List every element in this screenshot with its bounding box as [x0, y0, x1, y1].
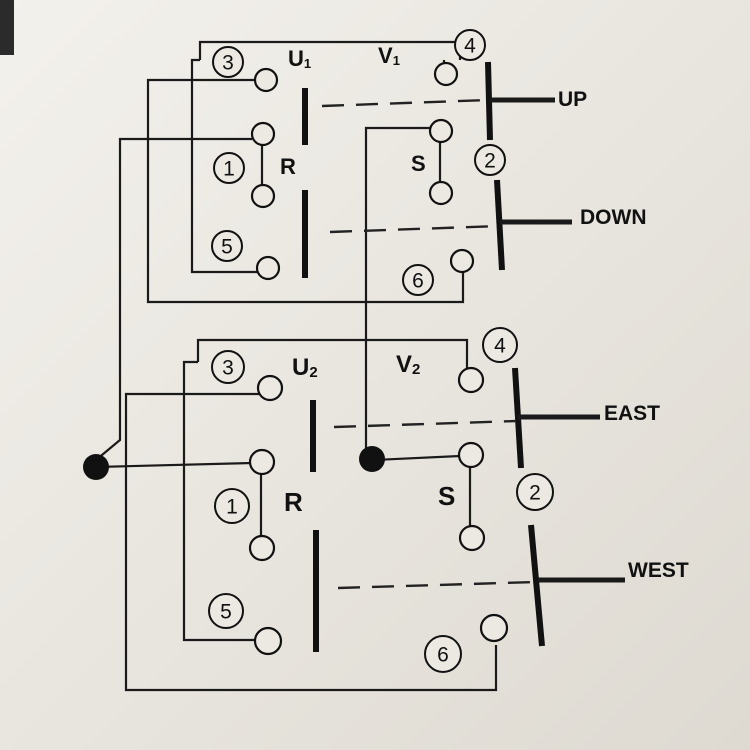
switch-1-number-1: 1	[213, 152, 245, 184]
right-junction-wire	[373, 454, 461, 462]
switch-2-terminal-2-upper[interactable]	[457, 441, 485, 469]
svg-text:1: 1	[226, 496, 238, 519]
switch-2-number-4: 4	[482, 327, 518, 363]
svg-text:4: 4	[464, 35, 476, 58]
switch-1-linkage-lower	[329, 224, 501, 234]
switch-2-linkage-upper	[333, 419, 517, 429]
direction-east: EAST	[604, 402, 660, 425]
svg-text:3: 3	[222, 357, 234, 380]
switch-2-terminal-1-upper[interactable]	[248, 448, 276, 476]
switch-1-r-label: R	[280, 154, 296, 179]
switch-2-right-bar-bottom	[528, 524, 545, 647]
switch-2-number-6: 6	[424, 635, 462, 673]
switch-2-number-2: 2	[516, 473, 554, 511]
switch-2-terminal-1-lower[interactable]	[248, 534, 276, 562]
svg-text:2: 2	[529, 482, 541, 505]
switch-1-outer-loop	[146, 78, 465, 304]
switch-1-terminal-5[interactable]	[255, 255, 281, 281]
svg-text:6: 6	[437, 644, 449, 667]
switch-2-number-5: 5	[208, 593, 244, 629]
left-junction-wire	[95, 461, 253, 469]
switch-1-terminal-6[interactable]	[449, 248, 475, 274]
switch-2-number-3: 3	[211, 350, 245, 384]
corner-shadow	[0, 0, 14, 55]
direction-west: WEST	[628, 559, 689, 582]
switch-2-top-frame	[196, 338, 469, 368]
switch-2-outer-loop	[124, 392, 498, 692]
switch-1-terminal-1-lower[interactable]	[250, 183, 276, 209]
switch-2-terminal-6[interactable]	[479, 613, 509, 643]
right-junction-dot	[359, 446, 385, 472]
switch-1-terminal-4[interactable]	[433, 61, 459, 87]
switch-1-linkage-upper	[321, 98, 489, 108]
direction-down: DOWN	[580, 206, 647, 229]
switch-1-v-label: V1	[378, 43, 400, 68]
switch-1-number-5: 5	[211, 230, 243, 262]
switch-2-terminal-5[interactable]	[253, 626, 283, 656]
direction-up: UP	[558, 88, 587, 111]
switch-1-s-label: S	[411, 151, 426, 176]
switch-2-number-1: 1	[214, 488, 250, 524]
switch-1-number-2: 2	[474, 144, 506, 176]
switch-2-r-label: R	[284, 487, 303, 517]
svg-text:5: 5	[220, 601, 232, 624]
switch-1-number-4: 4	[454, 29, 486, 61]
switch-2-terminal-2-lower[interactable]	[458, 524, 486, 552]
svg-text:3: 3	[222, 52, 234, 75]
switch-1-right-bar-bottom	[494, 179, 505, 271]
switch-1-terminal-3[interactable]	[253, 67, 279, 93]
switch-2-terminal-3[interactable]	[256, 374, 284, 402]
r1-to-junction-wire	[95, 137, 252, 461]
svg-text:5: 5	[221, 236, 233, 259]
svg-text:6: 6	[412, 270, 424, 293]
svg-text:2: 2	[484, 150, 496, 173]
switch-1-u-label: U1	[288, 46, 311, 71]
switch-2-terminal-4[interactable]	[457, 366, 485, 394]
switch-1-number-6: 6	[402, 264, 434, 296]
switch-1-terminal-1-upper[interactable]	[250, 121, 276, 147]
switch-2-s-label: S	[438, 481, 455, 511]
svg-text:4: 4	[494, 335, 506, 358]
switch-1-left-frame	[190, 58, 268, 274]
switch-1-terminal-2-upper[interactable]	[428, 118, 454, 144]
switch-2-left-frame	[182, 360, 258, 642]
s1-to-junction-wire	[364, 126, 432, 458]
switch-1-number-3: 3	[212, 46, 244, 78]
svg-text:1: 1	[223, 158, 235, 181]
switch-1-right-bar-top	[485, 61, 493, 141]
switch-1: 3 4 1 2 5 6 U1 V1 R S UP DOWN	[95, 29, 647, 461]
switch-1-terminal-2-lower[interactable]	[428, 180, 454, 206]
left-junction-dot	[83, 454, 109, 480]
switch-2: 3 4 1 2 5 6 U2 V2 R S EAST WEST	[83, 327, 689, 692]
switch-2-v-label: V2	[396, 351, 420, 378]
switch-2-u-label: U2	[292, 354, 318, 381]
